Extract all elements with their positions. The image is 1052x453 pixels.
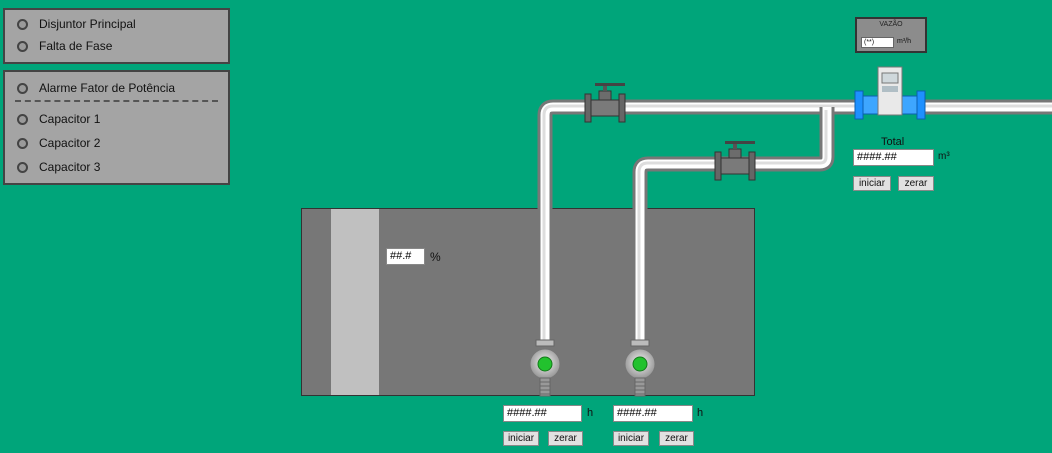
pump-2-hours-field[interactable]: ####.## — [613, 405, 693, 422]
status-item-disjuntor: Disjuntor Principal — [17, 14, 136, 34]
valve-1-icon[interactable] — [584, 83, 626, 123]
alarm-item-capacitor-1: Capacitor 1 — [17, 109, 100, 129]
total-label: Total — [881, 136, 905, 148]
total-reset-button[interactable]: zerar — [898, 176, 934, 191]
alarm-label: Capacitor 2 — [39, 136, 101, 150]
pump-2-hours-unit: h — [697, 407, 704, 419]
reservoir-tank — [301, 208, 755, 396]
flow-meter-icon — [854, 66, 926, 120]
pump-1-start-button[interactable]: iniciar — [503, 431, 539, 446]
pump-2-reset-button[interactable]: zerar — [659, 431, 694, 446]
alarm-item-capacitor-2: Capacitor 2 — [17, 133, 100, 153]
total-start-button[interactable]: iniciar — [853, 176, 891, 191]
total-volume-field[interactable]: ####.## — [853, 149, 934, 166]
tank-level-unit: % — [430, 250, 441, 264]
divider — [15, 100, 218, 102]
tank-level-field[interactable]: ##.# — [386, 248, 425, 265]
alarm-label: Capacitor 1 — [39, 112, 101, 126]
alarm-item-capacitor-3: Capacitor 3 — [17, 157, 100, 177]
alarm-panel: Alarme Fator de Potência Capacitor 1 Cap… — [3, 70, 230, 185]
alarm-led-icon — [17, 82, 28, 94]
status-label: Disjuntor Principal — [39, 17, 136, 31]
status-item-falta-fase: Falta de Fase — [17, 36, 112, 56]
flow-rate-panel: VAZÃO (**) m³/h — [855, 17, 927, 53]
alarm-led-icon — [17, 161, 28, 173]
alarm-label: Capacitor 3 — [39, 160, 101, 174]
total-volume-unit: m³ — [938, 151, 950, 162]
flow-rate-field[interactable]: (**) — [861, 37, 894, 48]
alarm-label: Alarme Fator de Potência — [39, 81, 176, 95]
status-led-icon — [17, 40, 28, 52]
pump-2-start-button[interactable]: iniciar — [613, 431, 649, 446]
upper-pipe — [537, 99, 1052, 340]
status-panel: Disjuntor Principal Falta de Fase — [3, 8, 230, 64]
pump-1-icon[interactable] — [529, 339, 561, 397]
alarm-led-icon — [17, 113, 28, 125]
status-led-icon — [17, 18, 28, 30]
flow-rate-unit: m³/h — [897, 38, 911, 45]
pump-1-reset-button[interactable]: zerar — [548, 431, 583, 446]
valve-2-icon[interactable] — [714, 141, 756, 181]
pump-2-icon[interactable] — [624, 339, 656, 397]
pump-1-hours-unit: h — [587, 407, 594, 419]
alarm-item-fator-potencia: Alarme Fator de Potência — [17, 78, 175, 98]
tank-level-bar — [331, 209, 379, 395]
pump-1-hours-field[interactable]: ####.## — [503, 405, 582, 422]
status-label: Falta de Fase — [39, 39, 113, 53]
alarm-led-icon — [17, 137, 28, 149]
flow-rate-title: VAZÃO — [879, 21, 903, 28]
